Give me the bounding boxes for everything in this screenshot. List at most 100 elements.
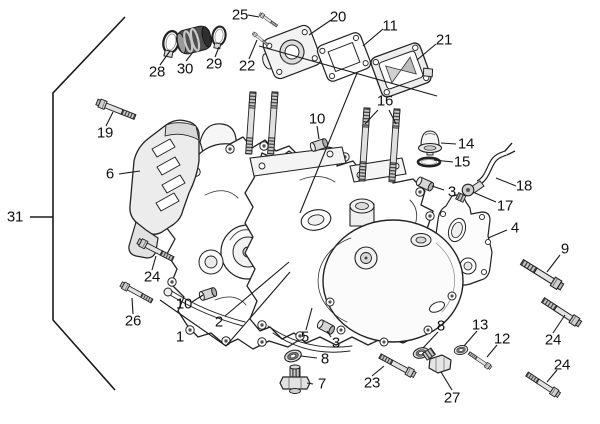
callout-30[interactable]: 30	[176, 60, 194, 78]
leader-22	[248, 39, 258, 60]
leader-23	[371, 365, 385, 377]
stud-hole	[326, 150, 334, 158]
leader-1	[159, 271, 291, 347]
cylinder-studs	[245, 91, 401, 183]
leader-16	[364, 109, 397, 125]
bolt-23	[377, 351, 418, 379]
leader-28	[159, 50, 171, 66]
cap-14	[417, 130, 443, 156]
stud-16b	[388, 108, 401, 183]
callout-12[interactable]: 12	[493, 330, 511, 348]
callout-23[interactable]: 23	[363, 374, 381, 392]
o-ring-15	[416, 156, 442, 168]
leader-18	[495, 177, 517, 187]
reed-group-leader	[258, 45, 438, 214]
clutch-cover	[267, 198, 464, 353]
callout-2[interactable]: 2	[214, 313, 224, 331]
hose-clamp-29	[211, 25, 227, 50]
callout-21[interactable]: 21	[435, 31, 453, 49]
callout-16[interactable]: 16	[376, 92, 394, 110]
callout-8[interactable]: 8	[320, 350, 330, 368]
leader-3b	[326, 330, 332, 338]
callout-27[interactable]: 27	[443, 389, 461, 407]
leader-20	[308, 19, 332, 36]
callout-14[interactable]: 14	[457, 135, 475, 153]
callout-19[interactable]: 19	[96, 124, 114, 142]
callout-9[interactable]: 9	[560, 240, 570, 258]
callout-29[interactable]: 29	[205, 55, 223, 73]
leader-24c	[546, 369, 558, 383]
engine-body	[128, 91, 493, 353]
leader-30	[185, 51, 194, 62]
deck-flange-right	[349, 157, 407, 183]
leader-3a	[431, 185, 445, 191]
leader-26	[131, 297, 134, 315]
leader-6	[118, 170, 141, 175]
leader-10b	[191, 294, 204, 303]
callout-18[interactable]: 18	[515, 177, 533, 195]
leader-14	[440, 142, 457, 145]
leader-5	[305, 307, 313, 331]
callout-4[interactable]: 4	[510, 219, 520, 237]
leader-29	[214, 46, 220, 58]
callout-28[interactable]: 28	[148, 63, 166, 81]
leader-17	[474, 192, 497, 203]
callout-31[interactable]: 31	[6, 208, 24, 226]
leader-7	[306, 382, 314, 385]
leader-15	[433, 159, 454, 163]
callout-26[interactable]: 26	[124, 312, 142, 330]
callout-3[interactable]: 3	[447, 183, 457, 201]
plug-bolt-27	[421, 347, 452, 374]
bolt-9	[518, 257, 566, 292]
callout-6[interactable]: 6	[105, 165, 115, 183]
callout-17[interactable]: 17	[496, 197, 514, 215]
callout-3[interactable]: 3	[331, 334, 341, 352]
callout-24[interactable]: 24	[553, 356, 571, 374]
bolt-19	[94, 97, 138, 122]
callout-1[interactable]: 1	[175, 328, 185, 346]
leader-10a	[316, 125, 320, 140]
bolt-12	[467, 350, 493, 371]
washer-8a	[282, 347, 304, 365]
banjo-fitting-17	[455, 180, 485, 203]
leader-lines	[30, 14, 566, 391]
callout-25[interactable]: 25	[231, 6, 249, 24]
drain-plug-7	[279, 364, 311, 394]
leader-19	[105, 111, 114, 127]
rubber-sleeve-30	[175, 25, 213, 55]
deck-flange-left	[249, 146, 347, 177]
bracket-31	[30, 16, 126, 391]
bolt-24b	[539, 295, 583, 329]
callout-13[interactable]: 13	[471, 316, 489, 334]
reed-gasket-11	[316, 32, 372, 82]
stud-hole	[258, 162, 266, 170]
washer-13	[452, 343, 470, 357]
callout-24[interactable]: 24	[143, 268, 161, 286]
leader-24a	[151, 255, 157, 271]
callout-10[interactable]: 10	[308, 110, 326, 128]
callout-15[interactable]: 15	[453, 153, 471, 171]
leader-4	[487, 229, 508, 239]
leader-8b	[422, 331, 439, 349]
leader-12	[486, 344, 498, 358]
leader-13	[463, 330, 478, 347]
callout-20[interactable]: 20	[329, 8, 347, 26]
leader-2	[224, 261, 290, 317]
air-duct	[128, 119, 200, 259]
callout-10[interactable]: 10	[175, 295, 193, 313]
leader-11	[362, 28, 384, 47]
callout-24[interactable]: 24	[544, 331, 562, 349]
callout-22[interactable]: 22	[238, 57, 256, 75]
leader-27	[440, 371, 453, 391]
callout-11[interactable]: 11	[382, 17, 398, 35]
screw-25	[258, 11, 279, 29]
callout-5[interactable]: 5	[300, 328, 310, 346]
hose-18	[476, 142, 516, 186]
intake-port	[300, 209, 332, 231]
callout-8[interactable]: 8	[436, 317, 446, 335]
callout-7[interactable]: 7	[317, 375, 327, 393]
stud-16a	[358, 107, 371, 182]
